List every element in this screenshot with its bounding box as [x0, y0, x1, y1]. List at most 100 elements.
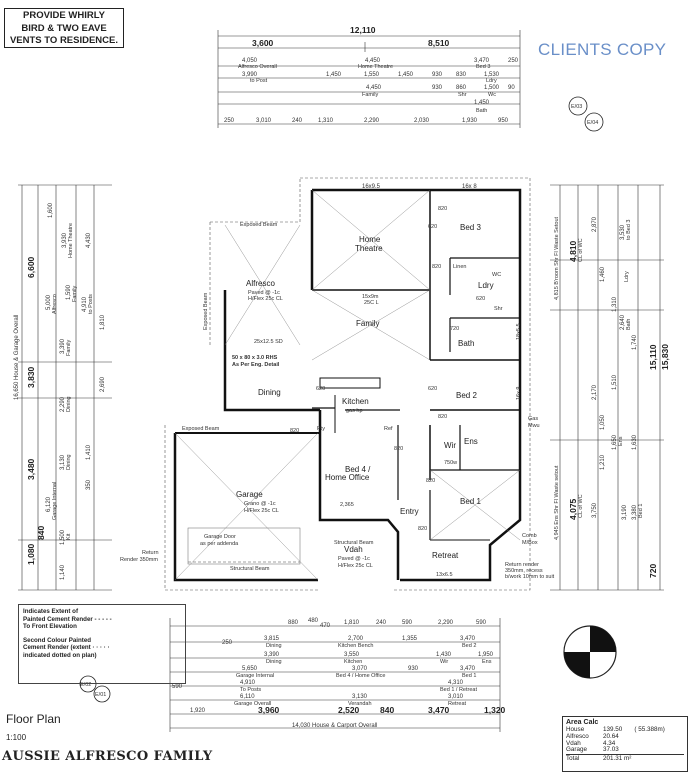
dim-text: 4,430 — [86, 232, 92, 248]
dim-text: 930 — [432, 72, 443, 78]
dim-text: 840 — [380, 705, 394, 715]
note-text: Gas — [528, 416, 538, 422]
room-label-alfresco: Alfresco — [246, 279, 275, 288]
section-mark-label: E/01 — [95, 692, 106, 698]
dim-label: Kitchen — [344, 659, 362, 665]
room-sub: Paved @ -1c — [248, 290, 280, 296]
dim-text: 930 — [408, 666, 419, 672]
dim-text: 930 — [432, 85, 443, 91]
door-dim: 820 — [426, 478, 435, 484]
room-dim: 16x9.5 — [362, 184, 381, 190]
legend-line: To Front Elevation — [23, 623, 77, 630]
dim-text: 590 — [402, 620, 413, 626]
dim-label: Kit — [66, 533, 72, 540]
room-label-kitchen: Kitchen — [342, 397, 369, 406]
room-sub: gas hp — [346, 408, 363, 414]
room-label-entry: Entry — [400, 507, 419, 516]
room-sub: H/Flex 25c CL — [338, 563, 373, 569]
room-label-family: Family — [356, 319, 380, 328]
dim-label: Ldry — [624, 271, 630, 282]
dim-text: 3,130 — [60, 454, 66, 470]
dim-label: Ens — [482, 659, 492, 665]
dim-text: 1,310 — [612, 296, 618, 312]
dim-text: 3,190 — [622, 504, 628, 520]
door-dim: 620 — [428, 386, 437, 392]
dim-text: 2,290 — [438, 620, 454, 626]
dim-text: 1,450 — [474, 100, 490, 106]
note-text: M/Box — [522, 540, 538, 546]
room-dim: 2,365 — [340, 502, 354, 508]
post-note: As Per Eng. Detail — [232, 362, 280, 368]
room-label-home-theatre: Home — [359, 235, 381, 244]
dim-text: 3,600 — [252, 38, 274, 48]
dim-text: 3,470 — [474, 58, 490, 64]
dim-text: 480 — [308, 618, 319, 624]
legend-box: Indicates Extent of Painted Cement Rende… — [18, 604, 186, 684]
beam-label: Exposed Beam — [240, 222, 278, 228]
dim-label: Ens — [618, 436, 624, 446]
garage-door-label: as per addenda — [200, 541, 239, 547]
dim-text: 1,500 — [60, 529, 66, 545]
dim-text: 1,410 — [86, 444, 92, 460]
dim-text: 3,380 — [632, 504, 638, 520]
dim-text: 6,600 — [26, 256, 36, 278]
dim-text: 860 — [456, 85, 467, 91]
dim-label: Bed 4 / Home Office — [336, 673, 385, 679]
dim-text: 1,500 — [484, 85, 500, 91]
dim-label: Alfresco — [52, 294, 58, 314]
legend-line: Second Colour Painted — [23, 636, 92, 644]
dim-text: 3,815 — [264, 636, 280, 642]
dim-text: 5,650 — [242, 666, 258, 672]
dim-text: 1,810 — [344, 620, 360, 626]
dim-label: Bed 1 / Retreat — [440, 687, 477, 693]
dim-text: 3,750 — [592, 502, 598, 518]
dim-text: 590 — [172, 684, 183, 690]
dim-label: to Posts — [88, 294, 94, 314]
dim-text: 3,390 — [264, 652, 280, 658]
dim-text: 3,470 — [428, 705, 450, 715]
dim-text: 880 — [288, 620, 299, 626]
dim-text: 3,010 — [448, 694, 464, 700]
dim-text: 14,030 House & Carport Overall — [292, 723, 377, 729]
dim-label: Dining — [66, 454, 72, 470]
dim-text: 12,110 — [350, 25, 376, 35]
dim-text: 4,450 — [365, 58, 381, 64]
dim-text: 2,640 — [620, 314, 626, 330]
dim-label: Dining — [66, 396, 72, 412]
post-note: 50 x 80 x 3.0 RHS — [232, 355, 278, 361]
door-dim: 820 — [438, 414, 447, 420]
room-sub: H/Flex 25c CL — [248, 296, 283, 302]
dim-text: 3,830 — [26, 366, 36, 388]
room-label-ldry: Ldry — [478, 281, 494, 290]
dim-text: 1,310 — [318, 118, 334, 124]
dim-text: 840 — [36, 526, 46, 540]
dim-text: 2,700 — [348, 636, 364, 642]
dim-label: CL of WC — [578, 238, 584, 262]
dim-text: 1,740 — [632, 334, 638, 350]
dim-text: 1,140 — [60, 564, 66, 580]
door-dim: 620 — [428, 224, 437, 230]
room-label-bath: Bath — [458, 339, 474, 348]
dim-text: 830 — [456, 72, 467, 78]
dim-text: 15,110 — [648, 344, 658, 370]
room-dim: 750w — [444, 460, 457, 466]
dim-label: Shr — [458, 92, 467, 98]
note-text: Return render — [505, 562, 539, 568]
dim-text: 5,000 — [46, 294, 52, 310]
dim-text: 3,130 — [352, 694, 368, 700]
room-label-bed3: Bed 3 — [460, 223, 481, 232]
design-name: AUSSIE ALFRESCO FAMILY — [2, 749, 213, 764]
dim-label: Bed 2 — [462, 643, 476, 649]
room-label-ref: Ref — [384, 426, 393, 432]
dim-text: 4,910 — [82, 296, 88, 312]
dim-text: 90 — [508, 85, 515, 91]
dim-text: 250 — [224, 118, 235, 124]
dim-text: 1,920 — [190, 708, 206, 714]
dim-text: 3,070 — [352, 666, 368, 672]
dim-text: 6,110 — [240, 694, 255, 700]
dim-text: 2,690 — [100, 376, 106, 392]
